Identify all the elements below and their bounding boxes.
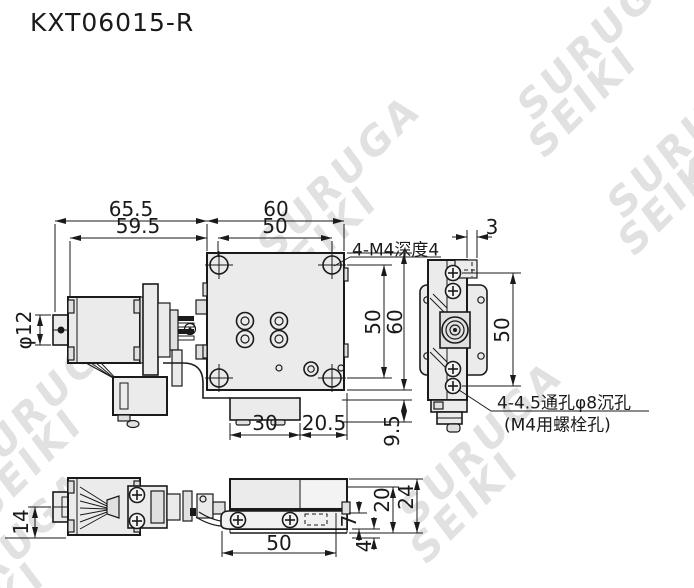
cap-screw	[128, 512, 146, 530]
cap-screw	[229, 511, 247, 529]
dim-hole-pitch-x: 50	[262, 214, 288, 238]
dim-knob-diameter: φ12	[12, 310, 36, 350]
motor-connector	[441, 316, 469, 344]
cap-screw	[444, 264, 462, 282]
hidden-hole	[304, 513, 328, 526]
motor-bracket	[142, 283, 159, 376]
side-view	[419, 259, 488, 433]
coupling	[157, 299, 208, 387]
dim-side-hole-pitch: 50	[490, 317, 514, 343]
dim-stage-height: 60	[383, 309, 407, 335]
dim-base-width: 30	[252, 411, 278, 435]
dim-lower-height: 7	[337, 514, 361, 528]
front-dimension-lines	[35, 218, 441, 440]
bottom-dimension-lines	[5, 478, 423, 557]
dim-base-offset: 20.5	[301, 411, 347, 435]
cap-screw	[128, 486, 146, 504]
part-number-title: KXT06015-R	[30, 8, 195, 37]
side-dimension-lines	[452, 230, 649, 412]
cap-screw	[444, 282, 462, 300]
note-tapped-holes: 4-M4深度4	[352, 240, 440, 261]
dim-total-height: 24	[394, 484, 418, 510]
cable-bundle	[79, 486, 108, 530]
cap-screw	[444, 360, 462, 378]
cap-screw	[444, 377, 462, 395]
bottom-view	[52, 477, 351, 536]
dim-base-height: 9.5	[380, 415, 404, 447]
dim-knob-height: 14	[9, 509, 33, 535]
dim-hole-pitch-y: 50	[361, 309, 385, 335]
stage-base	[229, 397, 301, 421]
dim-stage-width: 60	[263, 197, 289, 221]
note-counterbore-2: (M4用螺栓孔)	[504, 415, 611, 436]
dim-motor-width: 59.5	[115, 214, 161, 238]
dim-upper-height: 20	[370, 487, 394, 513]
cap-screw	[281, 511, 299, 529]
dim-side-top-offset: 3	[485, 215, 499, 239]
dim-body-length: 50	[266, 531, 292, 555]
note-counterbore-1: 4-4.5通孔φ8沉孔	[497, 393, 632, 414]
dim-edge-offset: 4	[352, 539, 376, 553]
motor-body	[67, 296, 141, 364]
front-view	[52, 250, 349, 429]
dim-overall-width-left: 65.5	[108, 197, 154, 221]
